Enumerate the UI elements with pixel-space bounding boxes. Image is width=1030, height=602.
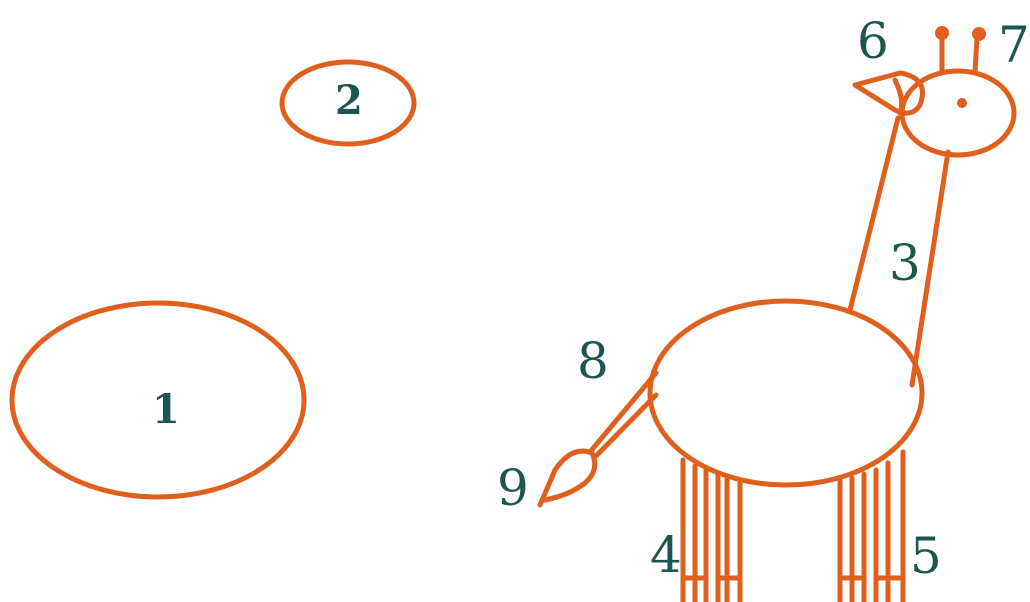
giraffe-body xyxy=(650,301,922,485)
giraffe-front-legs xyxy=(683,460,740,602)
label-9: 9 xyxy=(497,459,529,517)
label-7: 7 xyxy=(998,16,1030,74)
giraffe-horns xyxy=(935,26,986,72)
label-1: 1 xyxy=(152,386,180,433)
label-8: 8 xyxy=(577,332,609,390)
label-4: 4 xyxy=(650,526,682,584)
label-5: 5 xyxy=(910,527,942,585)
label-6: 6 xyxy=(857,12,889,70)
giraffe-eye xyxy=(957,98,967,108)
label-2: 2 xyxy=(335,77,363,124)
giraffe-tail-tuft xyxy=(540,451,595,505)
label-3: 3 xyxy=(889,234,921,292)
giraffe-ear xyxy=(855,73,923,113)
